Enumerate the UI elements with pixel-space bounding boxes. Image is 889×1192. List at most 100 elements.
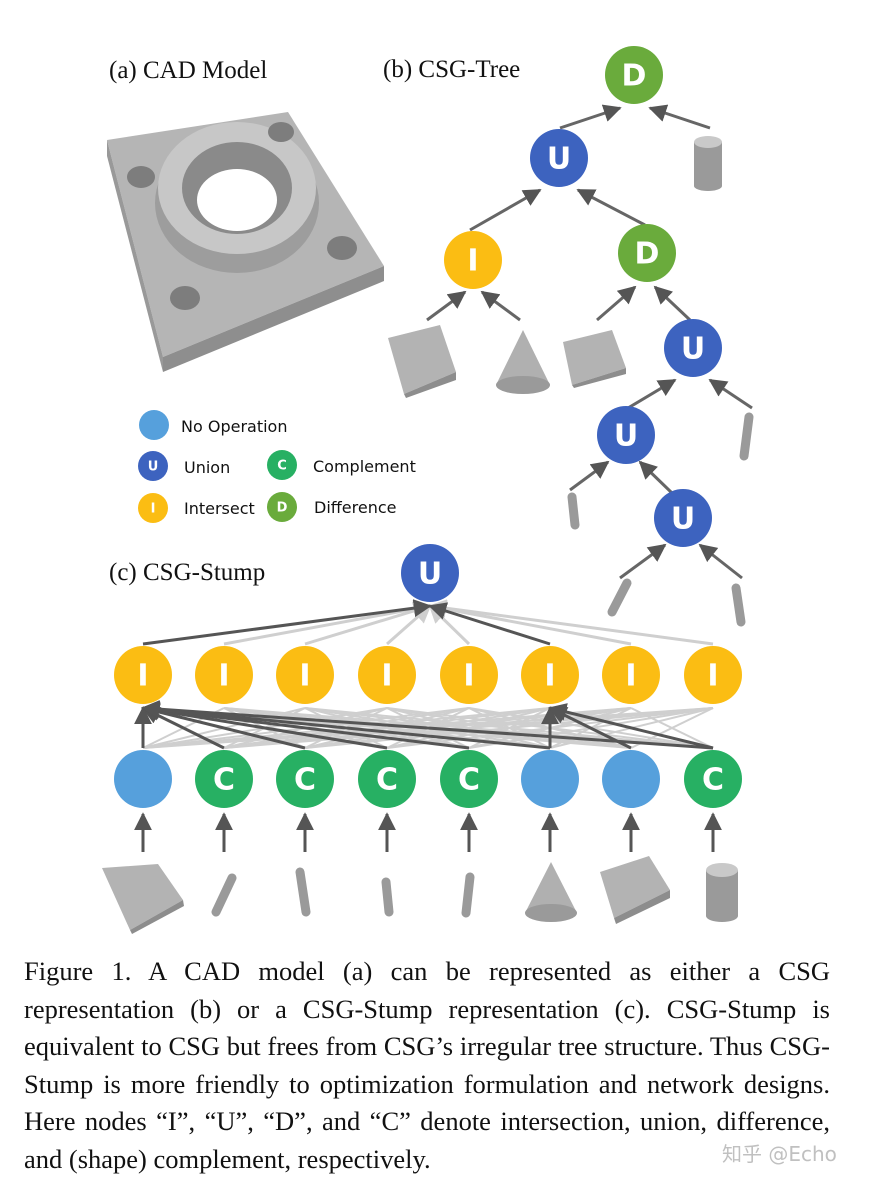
svg-text:I: I (467, 244, 478, 279)
box-primitive (600, 856, 670, 924)
tree-node-difference: D (605, 46, 663, 104)
stump-edge (141, 700, 551, 750)
cylinder-primitive (739, 412, 754, 461)
stump-edge (142, 599, 432, 646)
stump-node-complement: C (440, 750, 498, 808)
svg-text:I: I (544, 659, 555, 694)
stump-node-intersect: I (358, 646, 416, 704)
csg-tree-nodes: D U I D U U U (444, 46, 722, 547)
stump-node-no-operation (602, 750, 660, 808)
box-primitive (563, 330, 626, 388)
tree-node-union: U (597, 406, 655, 464)
svg-text:C: C (376, 763, 398, 798)
svg-text:C: C (277, 459, 287, 474)
tree-node-union: U (654, 489, 712, 547)
legend-swatch-complement (267, 450, 297, 480)
box-primitive (102, 864, 184, 934)
legend-swatch-no-operation (139, 410, 169, 440)
svg-text:I: I (218, 659, 229, 694)
tree-node-union: U (530, 129, 588, 187)
svg-text:C: C (213, 763, 235, 798)
stump-node-intersect: I (440, 646, 498, 704)
svg-text:C: C (702, 763, 724, 798)
stump-edge (304, 707, 714, 749)
svg-text:D: D (635, 237, 660, 272)
stump-edge (304, 602, 432, 646)
tree-node-difference: D (618, 224, 676, 282)
svg-text:D: D (622, 59, 647, 94)
legend-label-no-operation: No Operation (181, 417, 287, 436)
svg-text:I: I (381, 659, 392, 694)
stump-edge (141, 701, 388, 750)
stump-nodes: U I I I I I I I I C C C C C (114, 544, 742, 808)
cone-primitive (496, 330, 550, 394)
panel-label-b: (b) CSG-Tree (383, 56, 520, 83)
stump-primitives (102, 856, 738, 934)
figure-caption: Figure 1. A CAD model (a) can be represe… (24, 956, 830, 1174)
tree-node-union: U (664, 319, 722, 377)
stump-node-complement: C (684, 750, 742, 808)
svg-text:U: U (614, 419, 638, 454)
stump-edge (548, 706, 632, 750)
svg-text:U: U (547, 142, 571, 177)
stump-edge (428, 600, 632, 646)
svg-text:C: C (294, 763, 316, 798)
panel-label-a: (a) CAD Model (109, 57, 267, 84)
stump-node-intersect: I (276, 646, 334, 704)
cone-primitive (525, 862, 577, 922)
svg-text:I: I (625, 659, 636, 694)
svg-text:I: I (707, 659, 718, 694)
stump-node-no-operation (521, 750, 579, 808)
svg-text:C: C (458, 763, 480, 798)
stump-node-no-operation (114, 750, 172, 808)
stump-node-intersect: I (195, 646, 253, 704)
cylinder-primitive (461, 872, 475, 918)
stump-node-complement: C (195, 750, 253, 808)
svg-text:U: U (148, 460, 159, 475)
cad-model (107, 112, 384, 372)
cylinder-primitive (731, 583, 746, 627)
csg-tree-edges (426, 104, 753, 580)
legend-label-complement: Complement (313, 457, 416, 476)
stump-edge (548, 703, 714, 750)
stump-node-intersect: I (684, 646, 742, 704)
stump-node-union: U (401, 544, 459, 602)
stump-edge (141, 703, 306, 750)
stump-edge (630, 707, 714, 749)
legend-swatch-difference (267, 492, 297, 522)
cylinder-primitive (567, 492, 580, 530)
svg-text:I: I (299, 659, 310, 694)
svg-text:D: D (277, 501, 288, 516)
svg-text:U: U (671, 502, 695, 537)
cylinder-primitive (381, 877, 394, 917)
watermark: 知乎 @Echo (722, 1142, 837, 1166)
legend-swatch-union (138, 451, 168, 481)
csg-tree-primitives (388, 136, 754, 627)
stump-node-intersect: I (521, 646, 579, 704)
cylinder-primitive (607, 578, 632, 617)
stump-node-complement: C (358, 750, 416, 808)
stump-edge (428, 602, 551, 646)
svg-text:I: I (137, 659, 148, 694)
stump-edges-dark (134, 599, 722, 852)
legend: No Operation U Union C Complement I Inte… (138, 410, 416, 523)
stump-node-intersect: I (602, 646, 660, 704)
legend-label-intersect: Intersect (184, 499, 255, 518)
panel-label-c: (c) CSG-Stump (109, 559, 265, 586)
svg-text:I: I (151, 502, 156, 517)
cylinder-primitive (295, 867, 311, 917)
tree-node-intersect: I (444, 231, 502, 289)
legend-label-union: Union (184, 458, 230, 477)
figure-diagram: (a) CAD Model (b) CSG-Tree (c) CSG-Stump (102, 46, 754, 934)
stump-node-intersect: I (114, 646, 172, 704)
cylinder-primitive (706, 863, 738, 922)
stump-edge (223, 600, 432, 646)
cylinder-primitive (211, 873, 237, 917)
svg-text:I: I (463, 659, 474, 694)
stump-node-complement: C (276, 750, 334, 808)
legend-label-difference: Difference (314, 498, 396, 517)
box-primitive (388, 325, 456, 398)
legend-swatch-intersect (138, 493, 168, 523)
svg-text:U: U (418, 557, 442, 592)
cylinder-primitive (694, 136, 722, 191)
